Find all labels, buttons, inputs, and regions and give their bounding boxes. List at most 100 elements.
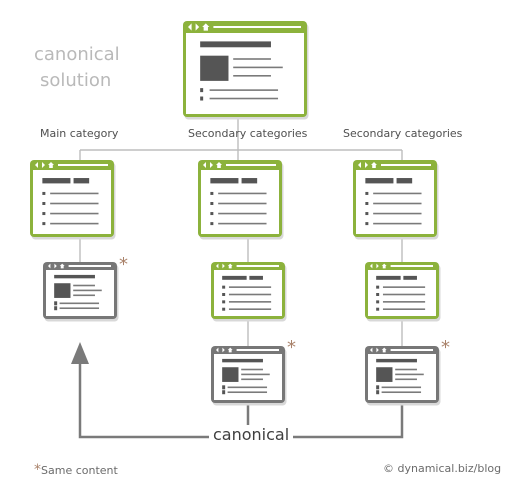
bullet-icon	[42, 212, 46, 216]
bullet-icon	[42, 202, 46, 205]
forward-arrow-icon	[54, 263, 57, 269]
text-line	[233, 66, 283, 69]
bullet-icon	[365, 212, 369, 216]
bullet-icon	[376, 300, 380, 304]
bullet-icon	[376, 390, 380, 395]
canonical-arrow-line-left	[78, 362, 210, 439]
forward-arrow-icon	[365, 162, 368, 168]
bullet-icon	[222, 285, 226, 289]
list-line	[50, 202, 99, 205]
list-line	[59, 302, 100, 305]
bullet-icon	[222, 307, 226, 311]
text-line	[395, 378, 417, 381]
forward-arrow-icon	[42, 162, 45, 168]
forward-arrow-icon	[210, 162, 213, 168]
image-placeholder	[200, 55, 229, 81]
back-arrow-icon	[358, 162, 361, 168]
heading-bar	[54, 274, 95, 279]
bullet-icon	[376, 293, 380, 296]
connectors	[71, 118, 404, 439]
back-arrow-icon	[48, 263, 51, 269]
back-arrow-icon	[35, 162, 38, 168]
page-windows	[30, 21, 441, 406]
text-line	[73, 289, 102, 292]
bullet-icon	[200, 88, 204, 93]
address-bar	[213, 26, 301, 28]
list-line	[59, 307, 100, 310]
home-icon	[227, 347, 233, 353]
bullet-icon	[365, 202, 369, 205]
address-bar	[390, 265, 433, 267]
back-arrow-icon	[203, 162, 206, 168]
home-icon	[202, 23, 210, 31]
text-line	[241, 368, 263, 371]
address-bar	[236, 349, 279, 351]
text-line	[233, 75, 271, 77]
diagram-title-line-1: canonical	[34, 44, 120, 65]
list-line	[228, 293, 272, 296]
heading-bar	[42, 178, 71, 184]
bullet-icon	[376, 385, 380, 390]
bullet-icon	[222, 293, 226, 296]
footnote-text: Same content	[41, 464, 118, 477]
heading-bar	[396, 178, 413, 184]
heading-bar	[403, 275, 417, 280]
forward-arrow-icon	[195, 23, 200, 31]
text-line	[395, 368, 417, 371]
bullet-icon	[222, 300, 226, 304]
list-line	[227, 386, 268, 389]
text-line	[73, 294, 95, 297]
bullet-icon	[210, 212, 214, 216]
forward-arrow-icon	[376, 347, 379, 353]
list-line	[228, 301, 272, 303]
image-placeholder	[376, 367, 393, 382]
canonical-arrowhead	[71, 342, 89, 364]
label-secondary-categories-2: Secondary categories	[343, 127, 463, 140]
home-icon	[227, 263, 233, 269]
forward-arrow-icon	[222, 347, 225, 353]
heading-bar	[365, 178, 394, 184]
list-line	[373, 212, 422, 215]
back-arrow-icon	[370, 263, 373, 269]
address-bar	[226, 164, 276, 166]
back-arrow-icon	[216, 347, 219, 353]
label-main-category: Main category	[40, 127, 119, 140]
list-line	[373, 202, 422, 205]
list-line	[373, 222, 422, 225]
list-line	[50, 222, 99, 225]
heading-bar	[376, 275, 401, 280]
main-page-window	[183, 21, 309, 120]
list-line	[228, 286, 272, 288]
bullet-icon	[365, 191, 369, 195]
address-bar	[381, 164, 431, 166]
address-bar	[58, 164, 108, 166]
bullet-icon	[54, 301, 58, 306]
heading-bar	[241, 178, 258, 184]
same-content-star-2: *	[287, 337, 296, 358]
list-line	[218, 192, 267, 195]
address-bar	[390, 349, 433, 351]
diagram-title-line-2: solution	[40, 70, 112, 91]
bullet-icon	[222, 390, 226, 395]
list-line	[382, 286, 426, 288]
bullet-icon	[376, 285, 380, 289]
heading-bar	[73, 178, 90, 184]
back-arrow-icon	[188, 23, 192, 31]
main-category-window	[30, 160, 116, 240]
text-line	[241, 378, 263, 381]
list-line	[382, 293, 426, 296]
bullet-icon	[222, 385, 226, 390]
list-line	[228, 308, 272, 310]
list-line	[50, 212, 99, 215]
duplicate-content-window-2	[365, 346, 441, 406]
list-line	[209, 97, 279, 100]
bullet-icon	[210, 222, 214, 226]
duplicate-content-window-main	[43, 262, 119, 322]
duplicate-content-window-1	[211, 346, 287, 406]
bullet-icon	[200, 96, 204, 101]
list-line	[382, 301, 426, 303]
list-line	[382, 308, 426, 310]
list-line	[218, 202, 267, 205]
heading-bar	[376, 358, 417, 363]
